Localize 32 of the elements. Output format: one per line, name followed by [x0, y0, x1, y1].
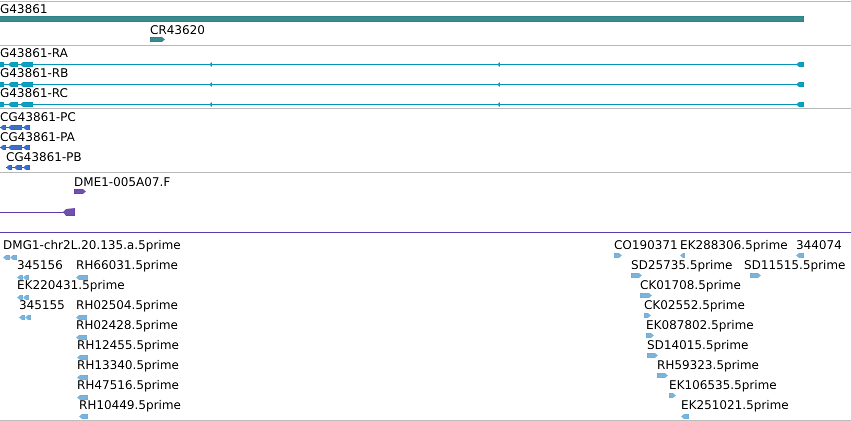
feature-label: SD25735.5prime: [631, 258, 732, 272]
feature-label: CG43861-PB: [6, 150, 82, 164]
feature-label: EK251021.5prime: [681, 398, 789, 412]
feature-label: RH02428.5prime: [76, 318, 178, 332]
feature-label: SD14015.5prime: [647, 338, 748, 352]
feature-label: DMG1-chr2L.20.135.a.5prime: [3, 238, 181, 252]
feature-label: G43861: [0, 2, 48, 16]
feature-label: SD11515.5prime: [744, 258, 846, 272]
feature-label: CK02552.5prime: [644, 298, 745, 312]
feature-label: RH59323.5prime: [657, 358, 759, 372]
feature-label: 345155: [19, 298, 65, 312]
feature-label: 344074: [796, 238, 842, 252]
feature-label: CG43861-PA: [0, 130, 75, 144]
feature-label: CR43620: [150, 23, 205, 37]
feature-label: EK106535.5prime: [669, 378, 777, 392]
feature-label: G43861-RC: [0, 86, 68, 100]
feature-label: 345156: [17, 258, 63, 272]
feature-label: RH02504.5prime: [76, 298, 178, 312]
feature-label: EK087802.5prime: [646, 318, 754, 332]
feature-label: RH12455.5prime: [77, 338, 179, 352]
feature-label: RH13340.5prime: [77, 358, 179, 372]
feature-label: RH47516.5prime: [77, 378, 179, 392]
feature-label: CO190371: [614, 238, 678, 252]
feature-label: EK220431.5prime: [17, 278, 125, 292]
feature-label: G43861-RB: [0, 66, 68, 80]
feature-label: RH10449.5prime: [79, 398, 181, 412]
feature-label: DME1-005A07.F: [74, 175, 170, 189]
feature-label: CK01708.5prime: [640, 278, 741, 292]
feature-label: CG43861-PC: [0, 110, 76, 124]
feature-label: RH66031.5prime: [76, 258, 178, 272]
feature-label: G43861-RA: [0, 46, 68, 60]
feature-label: EK288306.5prime: [680, 238, 788, 252]
